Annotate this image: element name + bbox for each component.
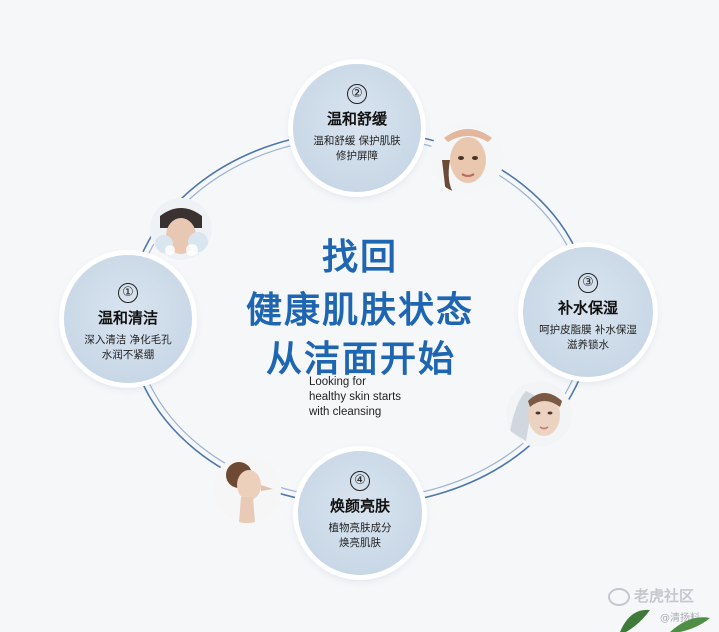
tagline-line: healthy skin starts: [309, 391, 402, 403]
step-4-bubble: ④ 焕颜亮肤 植物亮肤成分 焕亮肌肤: [298, 451, 422, 575]
watermark-brand: 老虎社区: [608, 585, 694, 606]
face-soothing-photo: [430, 120, 504, 194]
step-desc-line: 水润不紧绷: [101, 349, 155, 361]
step-title: 温和清洁: [97, 309, 158, 327]
step-desc-line: 焕亮肌肤: [339, 537, 381, 549]
step-title: 焕颜亮肤: [329, 497, 390, 515]
step-number: ③: [578, 273, 598, 293]
watermark-handle: @清扬料: [660, 613, 700, 624]
step-title: 补水保湿: [557, 299, 618, 317]
face-brightening-photo: [213, 455, 281, 523]
tiger-logo-icon: [608, 587, 630, 606]
step-2-bubble: ② 温和舒缓 温和舒缓 保护肌肤 修护屏障: [293, 64, 421, 192]
face-hydration-photo: [506, 381, 572, 447]
step-desc-line: 植物亮肤成分: [328, 522, 392, 534]
english-tagline: Looking for healthy skin starts with cle…: [309, 375, 429, 420]
step-number: ②: [347, 84, 367, 104]
step-title: 温和舒缓: [326, 110, 387, 128]
face-cleansing-photo: [150, 198, 212, 260]
step-number: ④: [350, 471, 370, 491]
step-desc-line: 滋养锁水: [567, 339, 609, 351]
step-number: ①: [118, 283, 138, 303]
tagline-line: with cleansing: [309, 406, 382, 418]
step-desc-line: 温和舒缓 保护肌肤: [313, 135, 401, 147]
step-1-bubble: ① 温和清洁 深入清洁 净化毛孔 水润不紧绷: [64, 255, 192, 383]
headline-line-2: 健康肌肤状态: [245, 290, 474, 331]
step-3-bubble: ③ 补水保湿 呵护皮脂膜 补水保湿 滋养锁水: [523, 247, 653, 377]
tagline-line: Looking for: [309, 376, 366, 388]
headline-line-1: 找回: [321, 237, 398, 278]
watermark-brand-text: 老虎社区: [634, 587, 695, 605]
step-desc-line: 修护屏障: [336, 150, 378, 162]
headline-line-3: 从洁面开始: [265, 339, 456, 380]
leaf-icon: [620, 609, 710, 632]
step-desc-line: 深入清洁 净化毛孔: [84, 334, 172, 346]
step-desc-line: 呵护皮脂膜 补水保湿: [539, 324, 637, 336]
